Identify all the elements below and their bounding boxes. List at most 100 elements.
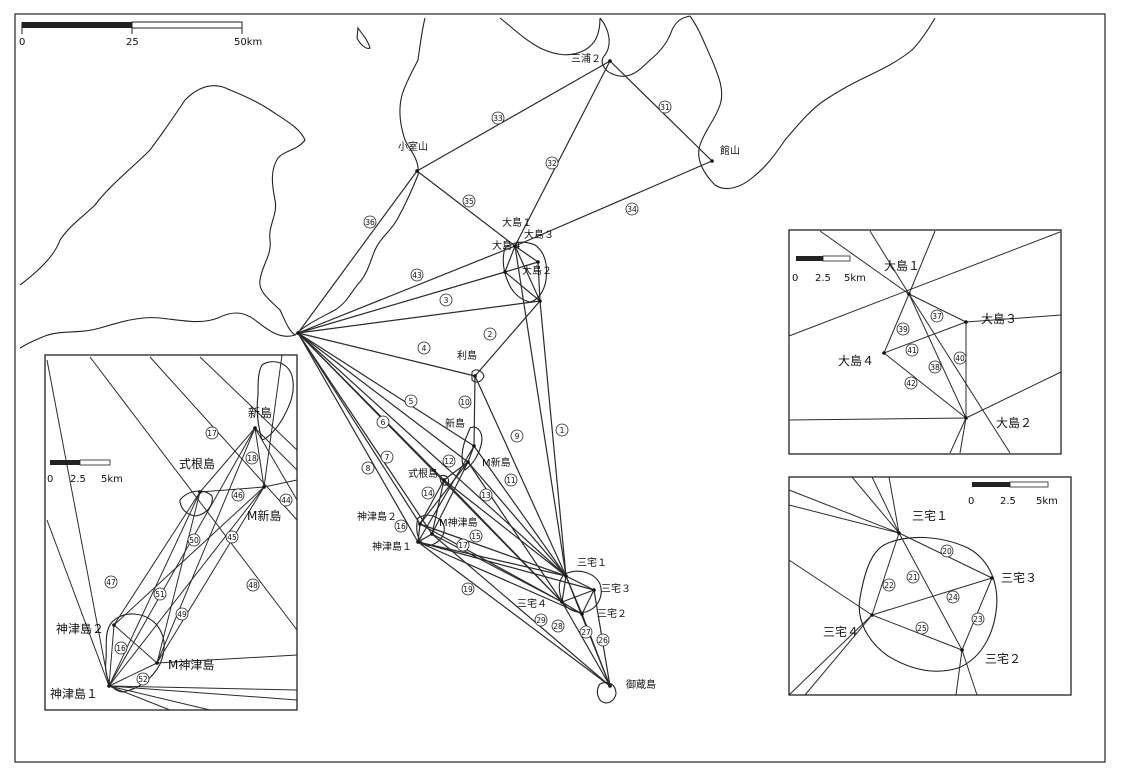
- inset-station-mnii: [262, 485, 266, 489]
- inset-station-nii: [253, 426, 257, 430]
- inset-kozu-line: [108, 486, 265, 687]
- inset-miyake-scale-bar: 0 2.5 5km: [968, 481, 1058, 507]
- svg-text:50: 50: [189, 536, 199, 545]
- inset-kozu-line: [108, 662, 158, 687]
- survey-line: [419, 461, 469, 525]
- station-point-mkozu: [430, 532, 434, 536]
- survey-line: [504, 261, 539, 273]
- inset-oshima-line: [788, 417, 967, 421]
- svg-text:24: 24: [948, 593, 958, 602]
- svg-text:32: 32: [547, 159, 557, 168]
- izu-peninsula-coast: [294, 17, 426, 336]
- station-point-o3: [536, 260, 540, 264]
- station-point-o4: [503, 270, 507, 274]
- inset-miyake-line: [788, 504, 900, 534]
- label-miura2: 三浦２: [571, 52, 601, 65]
- station-point-kozu2: [418, 522, 422, 526]
- survey-line: [443, 479, 567, 577]
- inset-oshima-scale-bar: 0 2.5 5km: [792, 255, 866, 284]
- survey-line: [473, 375, 476, 447]
- station-point-o1: [513, 244, 517, 248]
- svg-text:7: 7: [385, 453, 390, 462]
- survey-line: [514, 245, 539, 263]
- svg-text:29: 29: [536, 616, 546, 625]
- mikurajima-island: [596, 681, 617, 704]
- miyakejima-island: [558, 570, 602, 613]
- inset-miyake-line: [804, 614, 873, 696]
- label-miyake2: 三宅２: [597, 607, 627, 620]
- svg-text:8: 8: [366, 464, 371, 473]
- label-mkozu: M神津島: [439, 516, 478, 529]
- inset-miyake-tick-0: 0: [968, 496, 974, 507]
- inset-route-number-52: 52: [136, 672, 150, 686]
- inset-label-mkozu: M神津島: [168, 657, 214, 672]
- inset-label-miyake1: 三宅１: [912, 508, 948, 523]
- survey-line: [561, 575, 567, 603]
- inset-oshima-line: [949, 417, 967, 454]
- route-number-8: 8: [361, 461, 375, 475]
- inset-label-oshima4: 大島４: [838, 353, 874, 368]
- survey-line: [581, 589, 595, 615]
- station-point-m4: [560, 600, 564, 604]
- inset-label-kozu2: 神津島２: [56, 621, 104, 636]
- svg-text:20: 20: [942, 547, 952, 556]
- inset-kozu-tick-2-5: 2.5: [70, 474, 86, 485]
- label-oshima3: 大島３: [524, 228, 554, 241]
- survey-line: [473, 445, 567, 577]
- inset-route-number-22: 22: [882, 578, 896, 592]
- svg-text:5: 5: [409, 397, 414, 406]
- svg-text:33: 33: [493, 114, 503, 123]
- inset-kozu-tick-0: 0: [47, 474, 53, 485]
- inset-kozu-line: [108, 685, 171, 711]
- hatsushima-island: [356, 26, 371, 49]
- inset-station-k2: [112, 623, 116, 627]
- miura-coast: [599, 15, 691, 77]
- inset-kozu-line: [46, 519, 110, 687]
- svg-text:21: 21: [908, 573, 918, 582]
- inset-oshima-line: [965, 314, 1062, 323]
- inset-oshima-tick-5km: 5km: [844, 273, 866, 284]
- label-oshima2: 大島２: [522, 264, 552, 277]
- inset-station-m1: [897, 531, 901, 535]
- svg-text:9: 9: [515, 432, 520, 441]
- inset-miyake-line: [851, 476, 900, 534]
- svg-text:6: 6: [381, 418, 386, 427]
- svg-text:22: 22: [884, 581, 894, 590]
- survey-line: [417, 523, 421, 543]
- route-number-17: 17: [456, 538, 470, 552]
- route-number-35: 35: [462, 194, 476, 208]
- label-miyake1: 三宅１: [577, 556, 607, 569]
- inset-route-number-24: 24: [946, 590, 960, 604]
- route-number-1: 1: [555, 423, 569, 437]
- route-number-9: 9: [510, 429, 524, 443]
- inset-route-number-46: 46: [231, 488, 245, 502]
- inset-label-miyake2: 三宅２: [985, 651, 1021, 666]
- svg-text:19: 19: [463, 585, 473, 594]
- inset-label-kozu1: 神津島１: [50, 686, 98, 701]
- survey-line: [514, 245, 541, 302]
- svg-text:28: 28: [553, 622, 563, 631]
- inset-miyake-line: [871, 614, 963, 651]
- svg-text:16: 16: [396, 522, 406, 531]
- route-number-43: 43: [410, 268, 424, 282]
- survey-line: [416, 170, 516, 247]
- survey-line: [514, 245, 567, 577]
- svg-text:43: 43: [412, 271, 422, 280]
- inset-oshima-line: [883, 293, 910, 354]
- survey-line: [297, 332, 421, 525]
- scale-tick-50km: 50km: [234, 37, 262, 48]
- route-number-5: 5: [404, 394, 418, 408]
- inset-kozu-line: [156, 486, 265, 664]
- svg-text:48: 48: [248, 581, 258, 590]
- inset-oshima-line: [883, 321, 967, 354]
- route-number-6: 6: [376, 415, 390, 429]
- inset-route-number-40: 40: [953, 351, 967, 365]
- svg-text:23: 23: [973, 615, 983, 624]
- inset-oshima-line: [883, 352, 967, 419]
- inset-station-m2: [960, 648, 964, 652]
- inset-kozu-line: [108, 685, 298, 701]
- station-point-mnii: [466, 460, 470, 464]
- inset-route-number-45: 45: [225, 530, 239, 544]
